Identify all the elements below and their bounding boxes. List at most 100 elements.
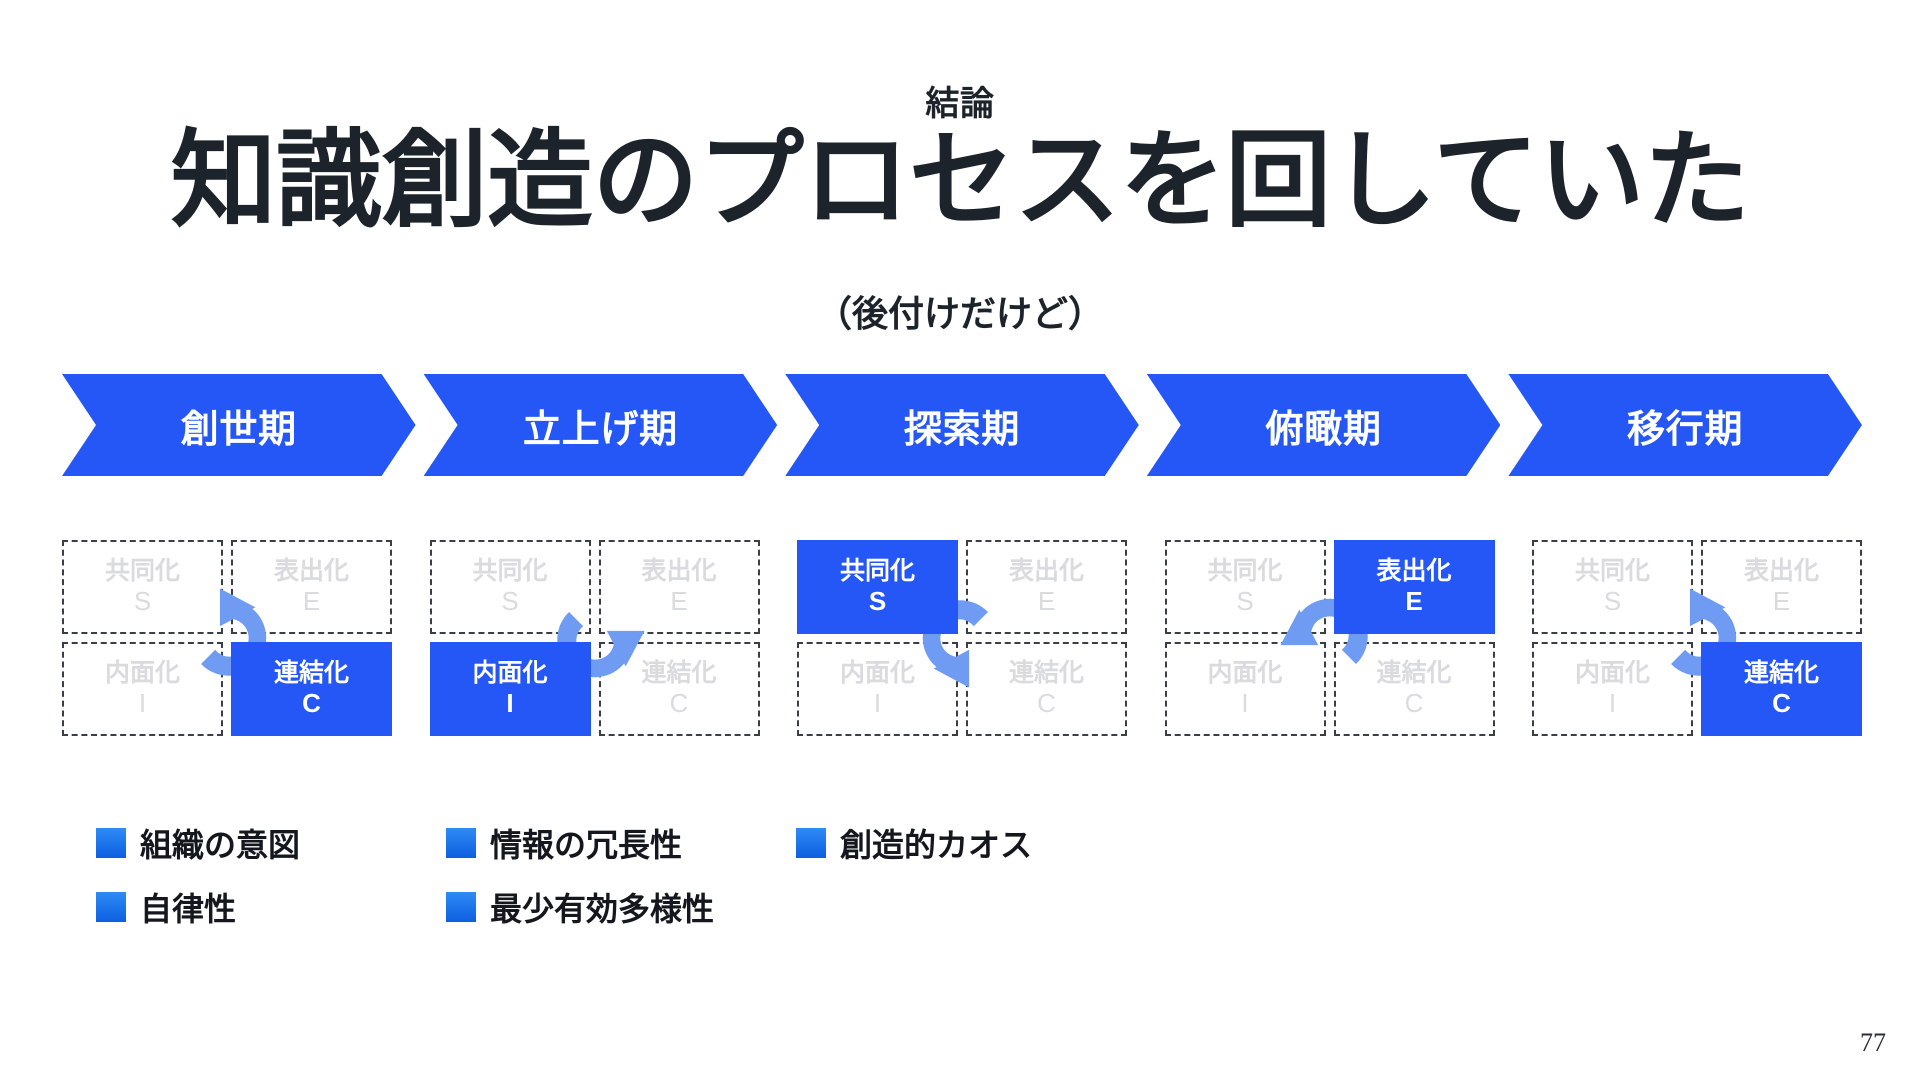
seci-cell-label-en: I [1608,688,1617,719]
legend-row: 自律性 最少有効多様性 [96,884,1196,930]
seci-cell-label-en: S [1603,586,1622,617]
legend-item: 組織の意図 [96,820,446,866]
legend-label: 創造的カオス [840,827,1033,863]
seci-cell-label-en: I [506,688,514,719]
phase-chevron-bar: 創世期 立上げ期 探索期 俯瞰期 移行期 [62,374,1862,476]
seci-cell-label-jp: 連結化 [273,659,349,688]
seci-cell-label-en: C [1772,688,1791,719]
seci-cell-label-en: S [133,586,152,617]
seci-cell-label-en: S [1236,586,1254,617]
legend-row: 組織の意図 情報の冗長性 創造的カオス [96,820,1196,866]
seci-cell-label-jp: 内面化 [1207,659,1283,688]
phase-chevron-2[interactable]: 立上げ期 [424,374,778,476]
page-subtitle: （後付けだけど） [815,293,1104,334]
seci-cell-label-en: E [1037,586,1056,617]
phase-chevron-1[interactable]: 創世期 [62,374,416,476]
seci-cell-label-jp: 表出化 [1376,557,1452,586]
phase-chevron-label: 移行期 [1627,408,1744,451]
legend-item: 情報の冗長性 [446,820,796,866]
seci-cell-label-jp: 内面化 [839,659,915,688]
phase-chevron-label: 探索期 [903,408,1021,451]
phase-chevron-3[interactable]: 探索期 [785,374,1139,476]
legend-label: 情報の冗長性 [490,827,683,863]
phase-chevron-label: 創世期 [180,408,297,451]
seci-cell-label-en: C [1404,688,1424,719]
seci-cell-label-jp: 共同化 [104,557,180,586]
legend-label: 最少有効多様性 [490,891,715,927]
legend-label: 組織の意図 [140,827,301,863]
seci-cell-label-en: E [302,586,321,617]
phase-chevron-label: 俯瞰期 [1265,408,1382,451]
seci-cell-label-jp: 共同化 [472,557,548,586]
seci-cell-label-jp: 表出化 [1008,557,1084,586]
eyebrow-label: 結論 [925,85,995,123]
seci-cell-label-en: E [1405,586,1423,617]
legend-swatch-icon [446,892,476,922]
seci-cell-label-jp: 連結化 [641,659,717,688]
seci-cell-label-jp: 連結化 [1008,659,1084,688]
seci-cell-label-jp: 共同化 [1574,557,1650,586]
seci-cell-label-en: S [868,586,887,617]
seci-cell-label-en: E [670,586,688,617]
legend-swatch-icon [446,828,476,858]
legend-label: 自律性 [140,891,237,927]
seci-cell-label-jp: 内面化 [1574,659,1650,688]
seci-cell-label-jp: 内面化 [472,659,548,688]
legend-item: 自律性 [96,884,446,930]
legend-swatch-icon [96,828,126,858]
seci-cell-label-en: E [1772,586,1791,617]
legend-item: 最少有効多様性 [446,884,796,930]
page-title: 知識創造のプロセスを回していた [170,122,1750,240]
seci-cell-label-jp: 連結化 [1743,659,1819,688]
seci-cell-label-jp: 内面化 [104,659,180,688]
phase-chevron-4[interactable]: 俯瞰期 [1147,374,1501,476]
seci-cell-label-en: S [501,586,519,617]
legend-swatch-icon [96,892,126,922]
seci-cell-label-en: C [302,688,321,719]
seci-cell-label-en: I [1241,688,1249,719]
seci-cell-label-jp: 連結化 [1376,659,1452,688]
page-number: 77 [1860,1028,1886,1057]
phase-chevron-label: 立上げ期 [522,408,678,451]
legend: 組織の意図 情報の冗長性 創造的カオス自律性 最少有効多様性 [96,820,1196,948]
seci-cell-label-en: C [669,688,689,719]
seci-cell-label-jp: 共同化 [1207,557,1283,586]
seci-cell-label-en: I [873,688,882,719]
seci-cell-label-en: I [138,688,147,719]
phase-chevron-5[interactable]: 移行期 [1508,374,1862,476]
seci-cell-label-jp: 表出化 [273,557,349,586]
seci-cell-label-jp: 共同化 [839,557,915,586]
